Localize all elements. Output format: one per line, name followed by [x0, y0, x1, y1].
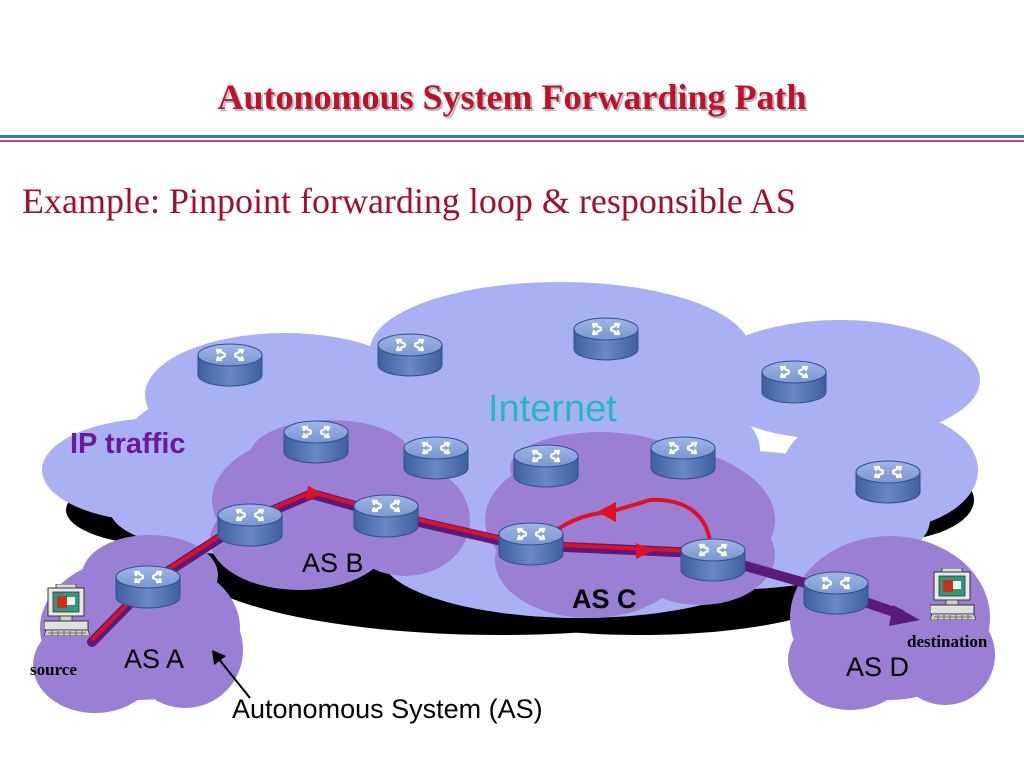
router-icon	[498, 522, 564, 567]
as-d-label: AS D	[846, 652, 910, 682]
as-c-label: AS C	[572, 584, 637, 614]
as-a-label: AS A	[124, 644, 185, 674]
destination-label: destination	[907, 632, 988, 651]
as-a-cloud	[33, 535, 243, 713]
title-rule-teal	[0, 135, 1024, 138]
router-icon	[217, 503, 283, 548]
as-path-arrowhead	[889, 605, 920, 626]
router-icon	[197, 343, 263, 388]
source-label: source	[30, 660, 77, 679]
router-icon	[377, 333, 443, 378]
ip-traffic-label: IP traffic	[70, 428, 186, 460]
title-rule-magenta	[0, 140, 1024, 142]
destination-computer-icon	[930, 568, 976, 620]
as-caption-pointer	[217, 657, 251, 699]
router-icon	[115, 565, 181, 610]
source-computer-icon	[44, 584, 90, 636]
router-icon	[761, 360, 827, 405]
router-icon	[855, 460, 921, 505]
router-icon	[573, 317, 639, 362]
as-caption: Autonomous System (AS)	[232, 694, 543, 724]
router-icon	[650, 436, 716, 481]
router-icon	[513, 444, 579, 489]
slide-subtitle: Example: Pinpoint forwarding loop & resp…	[22, 181, 796, 221]
router-icon	[803, 571, 869, 616]
loop-arrowhead-2	[636, 543, 652, 559]
as-caption-pointer-head	[212, 650, 226, 665]
loop-arrowhead	[597, 502, 616, 522]
forwarding-loop-path	[543, 497, 713, 553]
internet-label: Internet	[488, 388, 617, 430]
router-icon	[403, 436, 469, 481]
router-icon	[353, 494, 419, 539]
router-icon	[680, 538, 746, 583]
router-icon	[283, 420, 349, 465]
ip-arrowhead	[306, 486, 324, 500]
as-b-label: AS B	[302, 548, 364, 578]
slide-title: Autonomous System Forwarding Path	[217, 77, 807, 117]
